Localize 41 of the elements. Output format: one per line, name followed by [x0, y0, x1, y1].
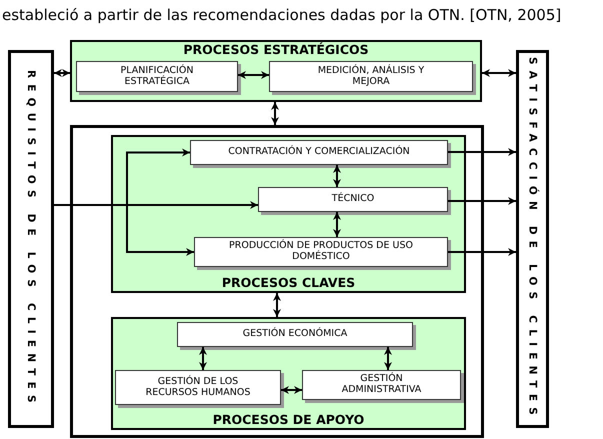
arrow: [482, 69, 516, 77]
arrow: [273, 293, 281, 317]
process-box: [258, 187, 448, 212]
client-side-bar: [8, 50, 54, 428]
process-label: CONTRATACIÓN Y COMERCIALIZACIÓN: [228, 147, 410, 158]
process-box: [190, 140, 448, 165]
process-box: [302, 370, 461, 400]
arrow: [448, 248, 516, 256]
arrow: [281, 386, 302, 394]
process-label: TÉCNICO: [332, 194, 374, 205]
caption-text: estableció a partir de las recomendaciones dadas por la OTN. [OTN, 2005]: [2, 6, 562, 24]
arrow: [238, 71, 269, 79]
process-group-panel: [111, 135, 466, 293]
processes-frame: [70, 125, 484, 438]
process-label: GESTIÓN ECONÓMICA: [242, 329, 348, 340]
arrow: [448, 148, 516, 156]
process-group-panel: [70, 40, 482, 102]
process-label: MEDICIÓN, ANÁLISIS Y MEJORA: [316, 66, 426, 88]
vertical-label: SATISFACCIÓN DE LOS CLIENTES: [526, 56, 538, 422]
arrow: [333, 212, 341, 237]
arrow: [333, 165, 341, 187]
group-title: PROCESOS DE APOYO: [212, 412, 366, 427]
process-box: [115, 370, 281, 405]
process-label: PLANIFICACIÓN ESTRATÉGICA: [120, 66, 194, 88]
process-box: [194, 237, 448, 267]
arrow: [448, 197, 516, 205]
arrow: [271, 102, 279, 125]
process-group-panel: [111, 317, 466, 430]
arrow: [54, 69, 70, 77]
process-box: [177, 322, 413, 347]
vertical-label: REQUISITOS DE LOS CLIENTES: [25, 70, 37, 408]
client-side-bar: [516, 50, 549, 428]
process-box: [76, 61, 238, 92]
group-title: PROCESOS CLAVES: [220, 275, 356, 290]
group-title: PROCESOS ESTRATÉGICOS: [182, 42, 370, 57]
process-label: PRODUCCIÓN DE PRODUCTOS DE USO DOMÉSTICO: [228, 241, 414, 263]
process-box: [269, 61, 473, 92]
arrow: [199, 347, 207, 370]
process-label: GESTIÓN DE LOS RECURSOS HUMANOS: [144, 376, 252, 398]
arrow: [384, 347, 392, 370]
process-label: GESTIÓN ADMINISTRATIVA: [340, 374, 422, 396]
